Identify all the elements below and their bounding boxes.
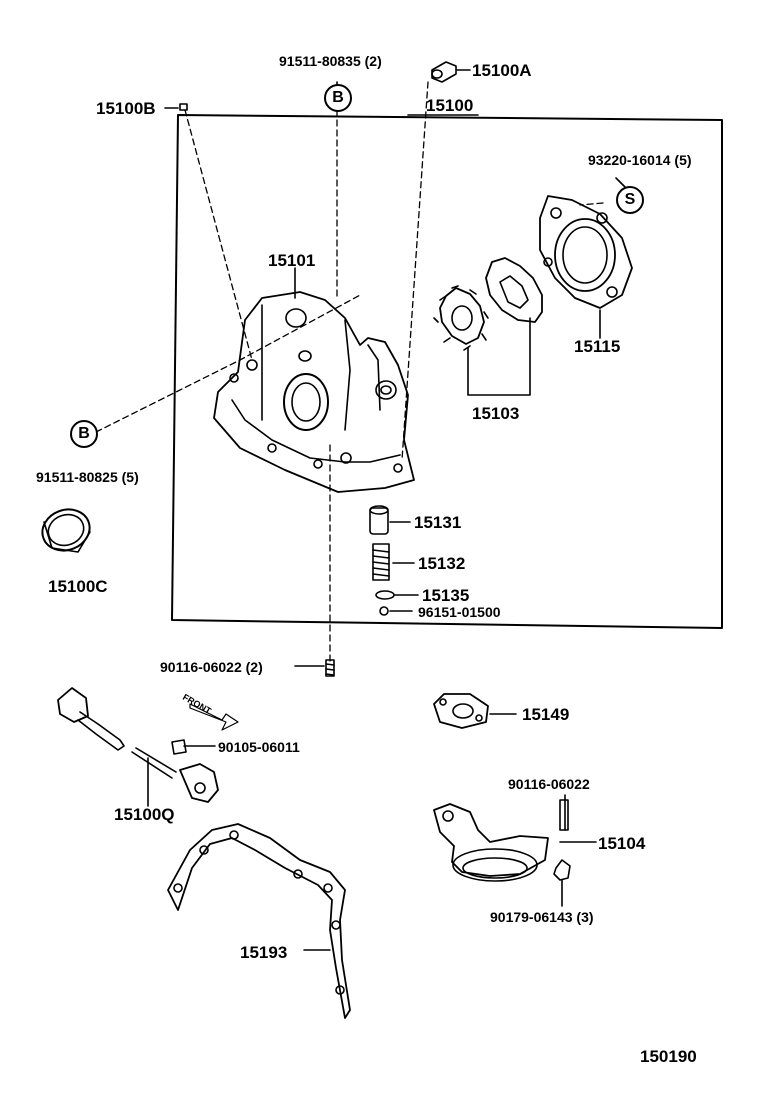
- callout-s: S: [616, 186, 644, 214]
- label-90116-06022: 90116-06022: [508, 776, 590, 792]
- label-15132: 15132: [418, 554, 466, 573]
- dash-b-left: [95, 293, 363, 433]
- label-15103: 15103: [472, 404, 520, 423]
- part-15103-rotors: [433, 257, 543, 351]
- label-15131: 15131: [414, 513, 462, 532]
- label-15101: 15101: [268, 251, 316, 270]
- part-96151-clip: [379, 606, 389, 616]
- label-15100A: 15100A: [472, 61, 532, 80]
- label-15100Q: 15100Q: [114, 805, 175, 824]
- label-15149: 15149: [522, 705, 570, 724]
- label-91511-80835: 91511-80835 (2): [279, 53, 382, 69]
- callout-b-top: B: [324, 84, 352, 112]
- label-96151-01500: 96151-01500: [418, 604, 501, 620]
- leader-15103: [467, 317, 531, 396]
- part-15101-pump-body: [213, 291, 415, 493]
- label-15135: 15135: [422, 586, 470, 605]
- label-15104: 15104: [598, 834, 646, 853]
- front-arrow: [189, 703, 239, 731]
- part-90116-drain-bolt: [325, 659, 335, 677]
- label-90179-06143: 90179-06143 (3): [490, 909, 594, 925]
- dash-s-bolt: [579, 202, 604, 206]
- label-90116-06022-2: 90116-06022 (2): [160, 659, 263, 675]
- part-15100C-seal: [41, 508, 91, 553]
- callout-b-left: B: [70, 420, 98, 448]
- part-15100B-drawing: [179, 103, 188, 111]
- part-15131-valve: [369, 505, 389, 535]
- dash-15100A: [401, 81, 429, 461]
- part-15135-retainer: [375, 590, 395, 600]
- label-15100C: 15100C: [48, 577, 108, 596]
- label-15193: 15193: [240, 943, 288, 962]
- part-15149-gasket: [433, 693, 489, 729]
- label-15100: 15100: [426, 96, 474, 115]
- part-15100A-drawing: [431, 61, 457, 83]
- label-91511-80825: 91511-80825 (5): [36, 469, 139, 485]
- label-15100B: 15100B: [96, 99, 156, 118]
- label-93220-16014: 93220-16014 (5): [588, 152, 692, 168]
- part-15100Q-sensor: [57, 687, 219, 803]
- diagram-id: 150190: [640, 1047, 697, 1066]
- part-15132-spring: [372, 543, 390, 581]
- part-15193-gasket: [167, 823, 351, 1019]
- part-15104-strainer: [433, 799, 571, 882]
- dash-15100B: [184, 109, 253, 361]
- part-15115-cover: [539, 195, 633, 309]
- label-90105-06011: 90105-06011: [218, 739, 300, 755]
- assembly-15100-frame: [171, 114, 723, 629]
- label-15115: 15115: [574, 337, 621, 356]
